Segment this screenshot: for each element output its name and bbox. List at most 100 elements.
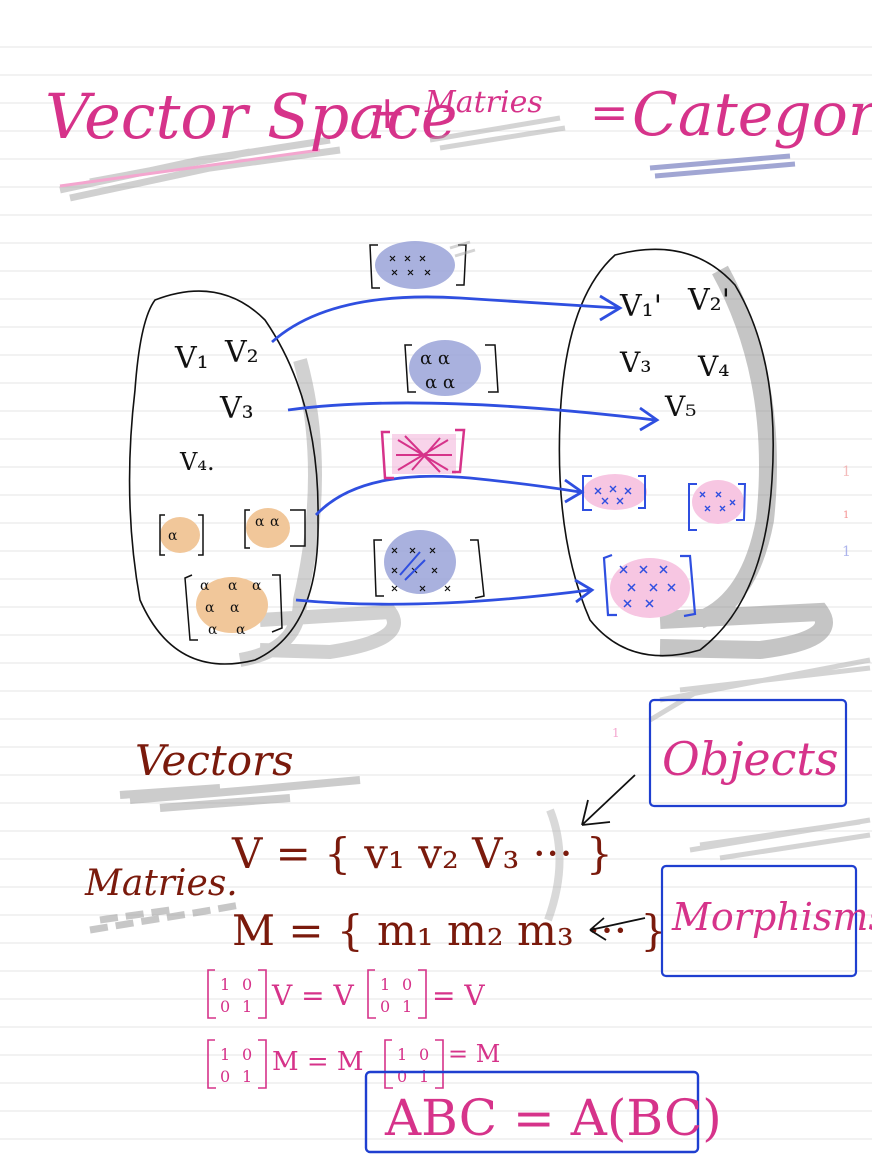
- associativity-expression: ABC = A(BC): [384, 1089, 722, 1147]
- matrix-entry: α: [208, 622, 218, 638]
- swatch-mark: 1: [842, 544, 851, 560]
- left-set-outline: [128, 290, 319, 665]
- identity-v-left: V = V: [271, 979, 354, 1012]
- id-matrix-digit: 0: [402, 975, 412, 994]
- vectors-label: Vectors: [135, 736, 294, 785]
- id-matrix-digit: 1: [220, 1045, 230, 1064]
- arrow-3-head: [564, 478, 585, 504]
- id-matrix-digit: 0: [242, 975, 252, 994]
- matries-underline-scribble: [429, 115, 566, 151]
- brace-shadow: [544, 808, 564, 922]
- title-equals: =: [590, 85, 629, 139]
- morphisms-label: Morphisms: [671, 895, 872, 939]
- matrix-entry: α: [252, 578, 262, 594]
- identity-m-right: = M: [448, 1040, 500, 1068]
- title-row: Vector Space + Matries = Category.: [45, 80, 872, 202]
- title-pink-underline: [59, 148, 321, 188]
- lower-section: Vectors Matries. V = { v₁ v₂ V₃ ··· } M …: [84, 657, 872, 1154]
- left-v2: V₂: [224, 335, 259, 370]
- arrow-matrix-3: [380, 428, 466, 480]
- right-set-outline: [558, 248, 774, 657]
- right-v3: V₃: [619, 346, 651, 379]
- morphism-arrows: [271, 294, 660, 606]
- right-v1: V₁': [619, 289, 662, 324]
- arrow-4: [295, 588, 591, 606]
- left-set: V₁ V₂ V₃ V₄. α α α α α α α α α α: [128, 290, 401, 667]
- category-underline: [649, 153, 796, 179]
- left-v4: V₄.: [179, 448, 215, 476]
- left-v1: V₁: [174, 341, 209, 376]
- left-matrix-small-2: α α: [244, 508, 306, 549]
- id-matrix-digit: 1: [402, 997, 412, 1016]
- arrow-matrix-2-row-2: α α: [425, 372, 455, 393]
- swatch-mark: 1: [843, 510, 849, 521]
- matrix-entry: α: [236, 622, 246, 638]
- objects-box-scribble: [648, 657, 871, 723]
- arrow-2-head: [639, 406, 660, 432]
- left-matrix-small-1: α: [159, 514, 204, 556]
- arrow-matrix-2: α α α α: [404, 340, 499, 396]
- right-set: V₁' V₂' V₃ V₄ V₅: [558, 248, 833, 660]
- right-set-shadow: [659, 265, 833, 660]
- matries-label: Matries.: [84, 863, 238, 904]
- arrow-1: [271, 295, 619, 344]
- right-matrix-1: [582, 474, 647, 511]
- vectors-underline-scribble: [119, 776, 361, 812]
- matrix-entry: α: [205, 600, 215, 616]
- title-category: Category.: [632, 80, 872, 150]
- arrow-matrix-2-row-1: α α: [420, 348, 450, 369]
- left-matrix-large: α α α α α α α: [184, 574, 283, 641]
- arrow-matrix-4: [373, 530, 485, 599]
- objects-label: Objects: [662, 732, 839, 786]
- title-matries: Matries: [424, 85, 543, 120]
- title-plus: +: [368, 85, 407, 139]
- id-matrix-digit: 1: [380, 975, 390, 994]
- associativity-box: [364, 1070, 700, 1154]
- id-matrix-digit: 0: [220, 1067, 230, 1086]
- arrow-1-head: [599, 294, 623, 322]
- morphisms-box-scribble: [689, 817, 871, 861]
- id-matrix-digit: 0: [419, 1045, 429, 1064]
- right-matrix-2: [688, 480, 747, 531]
- right-matrix-3: [602, 553, 697, 618]
- identity-equation-m: 1 0 0 1 M = M 1 0 0 1 = M: [207, 1039, 500, 1089]
- matrix-entry: α: [270, 514, 280, 530]
- objects-arrow: [581, 774, 636, 826]
- m-set-expression: M = { m₁ m₂ m₃ ··· }: [232, 906, 667, 955]
- id-matrix-digit: 0: [380, 997, 390, 1016]
- id-matrix-digit: 0: [397, 1067, 407, 1086]
- pink-tick: 1: [612, 726, 620, 740]
- matrix-entry: α: [168, 528, 178, 544]
- swatch-mark: 1: [842, 464, 851, 480]
- matrix-entry: α: [230, 600, 240, 616]
- arrow-4-head: [574, 578, 595, 604]
- right-v2: V₂': [687, 283, 730, 318]
- color-swatch-marks: 1 1 1: [842, 464, 851, 560]
- left-v3: V₃: [219, 391, 254, 426]
- title-vector-space: Vector Space: [45, 80, 458, 153]
- id-matrix-digit: 1: [220, 975, 230, 994]
- matrix-entry: α: [200, 578, 210, 594]
- id-matrix-digit: 1: [242, 997, 252, 1016]
- id-matrix-digit: 1: [242, 1067, 252, 1086]
- matrix-entry: α: [228, 578, 238, 594]
- matrix-entry: α: [255, 514, 265, 530]
- id-matrix-digit: 0: [242, 1045, 252, 1064]
- identity-m-left: M = M: [272, 1047, 364, 1077]
- morphisms-box: [660, 864, 858, 978]
- id-matrix-digit: 1: [397, 1045, 407, 1064]
- identity-v-right: = V: [432, 979, 485, 1012]
- objects-box: [648, 698, 848, 808]
- morphisms-arrow: [589, 917, 646, 941]
- v-set-expression: V = { v₁ v₂ V₃ ··· }: [231, 829, 613, 878]
- right-v5: V₅: [664, 390, 696, 423]
- id-matrix-digit: 1: [419, 1067, 429, 1086]
- matries-underline-scribble: [89, 901, 241, 934]
- arrow-matrix-1: [369, 240, 476, 289]
- id-matrix-digit: 0: [220, 997, 230, 1016]
- arrow-3: [314, 474, 581, 516]
- right-v4: V₄: [697, 350, 729, 383]
- arrow-2: [287, 401, 656, 422]
